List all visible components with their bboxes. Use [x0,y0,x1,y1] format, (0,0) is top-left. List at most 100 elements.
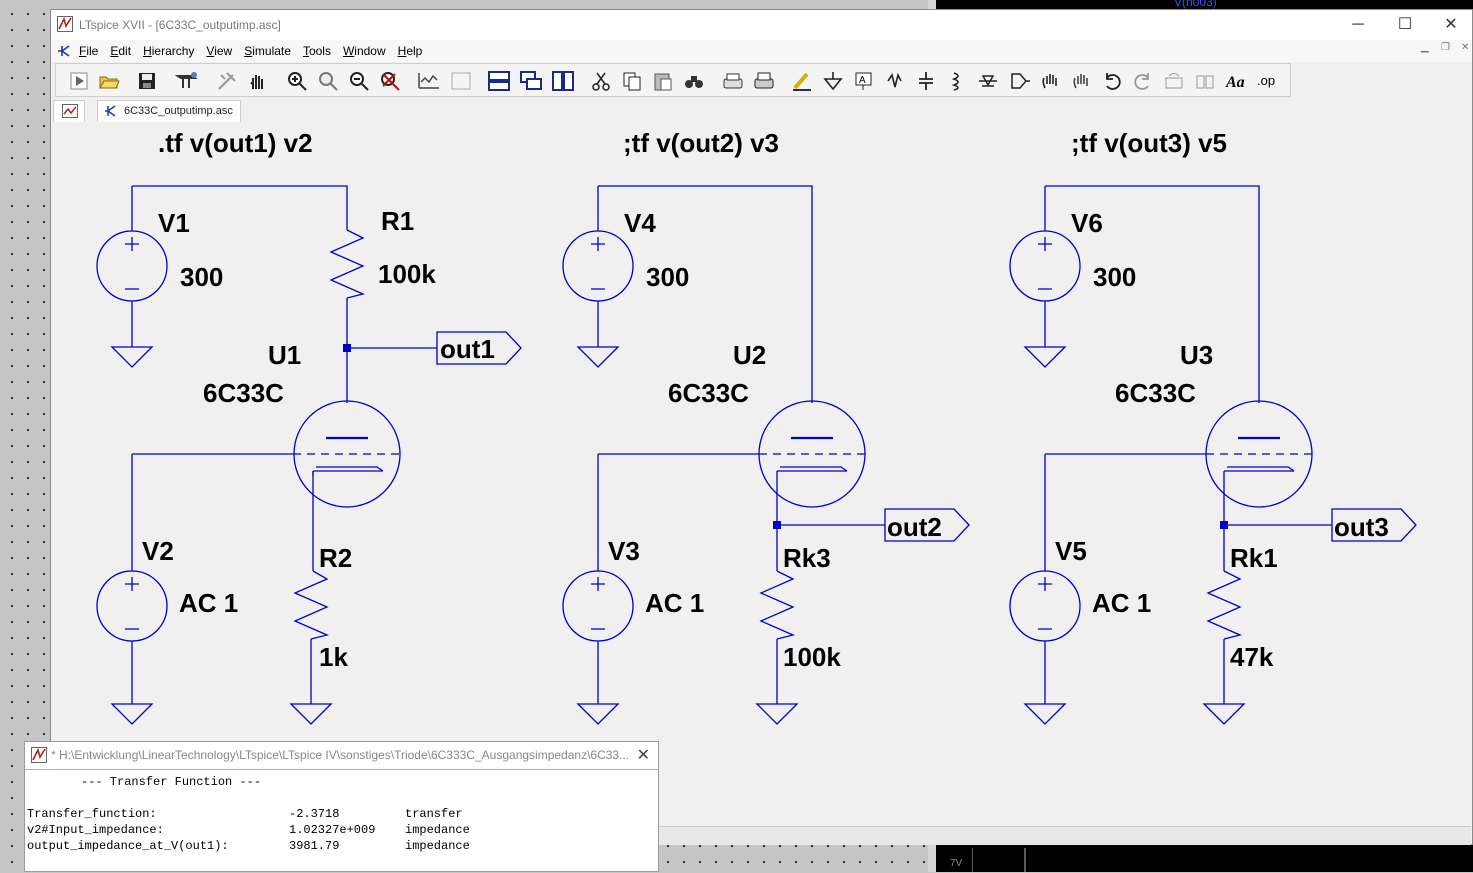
menu-simulate[interactable]: Simulate [244,44,291,58]
ltspice-logo-icon [31,747,47,763]
spice-output-window[interactable]: * H:\Entwicklung\LinearTechnology\LTspic… [24,741,659,872]
menu-window[interactable]: Window [342,44,386,58]
minimize-button[interactable]: ─ [1352,16,1364,33]
mdi-minimize-button[interactable]: ▁ [1421,42,1429,53]
plot-axis-label: 7V [950,858,963,869]
title-bar[interactable]: LTspice XVII - [6C33C_outputimp.asc] ─ ☐… [51,10,1472,40]
u1-name[interactable]: U1 [268,340,301,370]
v6-value[interactable]: 300 [1093,262,1136,292]
u1-value[interactable]: 6C33C [203,378,284,408]
label-net-icon[interactable]: A [851,68,877,94]
copy-icon[interactable] [619,68,645,94]
v3-name[interactable]: V3 [608,536,640,566]
r1-value[interactable]: 100k [378,259,436,289]
u3-name[interactable]: U3 [1180,340,1213,370]
plot-trace-label[interactable]: V(n003) [1174,0,1217,9]
rk1-name[interactable]: Rk1 [1230,543,1278,573]
out1-label[interactable]: out1 [440,334,495,364]
r1-name[interactable]: R1 [381,206,414,236]
rk1-value[interactable]: 47k [1230,642,1274,672]
menu-help[interactable]: Help [397,44,423,58]
schematic-drawing[interactable]: .tf v(out1) v2 ;tf v(out2) v3 ;tf v(out3… [51,122,1473,845]
menu-tools[interactable]: Tools [302,44,331,58]
out3-label[interactable]: out3 [1334,512,1389,542]
directive-1[interactable]: .tf v(out1) v2 [158,128,313,158]
v3-value[interactable]: AC 1 [645,588,704,618]
plot-settings-icon[interactable] [448,68,474,94]
drag-icon[interactable] [1068,68,1094,94]
maximize-button[interactable]: ☐ [1397,16,1413,33]
zoom-area-icon[interactable] [315,68,341,94]
tab-schematic[interactable]: 6C33C_outputimp.asc [97,100,241,122]
menu-view[interactable]: View [206,44,233,58]
document-icon[interactable] [57,44,71,58]
paste-icon[interactable] [650,68,676,94]
ground-symbols [110,346,1246,725]
svg-text:Aa: Aa [1225,74,1245,91]
autorange-icon[interactable] [416,68,442,94]
open-icon[interactable] [96,68,122,94]
v2-name[interactable]: V2 [142,536,174,566]
control-panel-icon[interactable] [174,68,200,94]
zoom-fit-icon[interactable] [377,68,403,94]
print-icon[interactable] [751,68,777,94]
v4-name[interactable]: V4 [624,208,656,238]
junction-dots [343,344,1228,529]
save-icon[interactable] [134,68,160,94]
tile-vertical-icon[interactable] [550,68,576,94]
menu-edit[interactable]: Edit [110,44,132,58]
v2-value[interactable]: AC 1 [179,588,238,618]
r2-name[interactable]: R2 [319,543,352,573]
v5-value[interactable]: AC 1 [1092,588,1151,618]
rk3-value[interactable]: 100k [783,642,841,672]
u3-value[interactable]: 6C33C [1115,378,1196,408]
rk3-name[interactable]: Rk3 [783,543,831,573]
r2-value[interactable]: 1k [319,642,348,672]
menu-file[interactable]: File [79,44,99,58]
rotate-icon[interactable] [1161,68,1187,94]
mirror-icon[interactable] [1192,68,1218,94]
spice-directive-icon[interactable]: .op [1254,68,1280,94]
schematic-canvas[interactable]: .tf v(out1) v2 ;tf v(out2) v3 ;tf v(out3… [51,122,1473,845]
component-icon[interactable] [1006,68,1032,94]
redo-icon[interactable] [1130,68,1156,94]
pan-icon[interactable] [244,68,270,94]
menu-hierarchy[interactable]: Hierarchy [143,44,195,58]
text-icon[interactable]: Aa [1223,68,1249,94]
tile-horizontal-icon[interactable] [486,68,512,94]
draw-wire-icon[interactable] [789,68,815,94]
directive-3[interactable]: ;tf v(out3) v5 [1071,128,1227,158]
cut-icon[interactable] [588,68,614,94]
capacitor-icon[interactable] [913,68,939,94]
out2-label[interactable]: out2 [887,512,942,542]
v6-name[interactable]: V6 [1071,208,1103,238]
mdi-restore-button[interactable]: ❐ [1441,42,1450,53]
v1-value[interactable]: 300 [180,262,223,292]
halt-icon[interactable] [214,68,240,94]
net-label-boxes [436,331,1417,542]
u2-name[interactable]: U2 [733,340,766,370]
run-icon[interactable] [66,68,92,94]
find-icon[interactable] [681,68,707,94]
mdi-close-button[interactable]: ✕ [1461,42,1470,53]
close-button[interactable]: ✕ [1444,16,1458,33]
output-close-button[interactable]: ✕ [636,747,650,764]
u2-value[interactable]: 6C33C [668,378,749,408]
resistor-icon[interactable] [882,68,908,94]
ground-icon[interactable] [820,68,846,94]
v4-value[interactable]: 300 [646,262,689,292]
zoom-out-icon[interactable] [346,68,372,94]
v5-name[interactable]: V5 [1055,536,1087,566]
zoom-in-icon[interactable] [284,68,310,94]
v1-name[interactable]: V1 [158,208,190,238]
undo-icon[interactable] [1099,68,1125,94]
diode-icon[interactable] [975,68,1001,94]
print-setup-icon[interactable] [720,68,746,94]
directive-2[interactable]: ;tf v(out2) v3 [623,128,779,158]
svg-text:A: A [859,75,866,86]
move-icon[interactable] [1037,68,1063,94]
inductor-icon[interactable] [944,68,970,94]
tab-waveform[interactable] [53,100,85,122]
cascade-icon[interactable] [518,68,544,94]
horizontal-scrollbar[interactable] [659,826,1471,845]
